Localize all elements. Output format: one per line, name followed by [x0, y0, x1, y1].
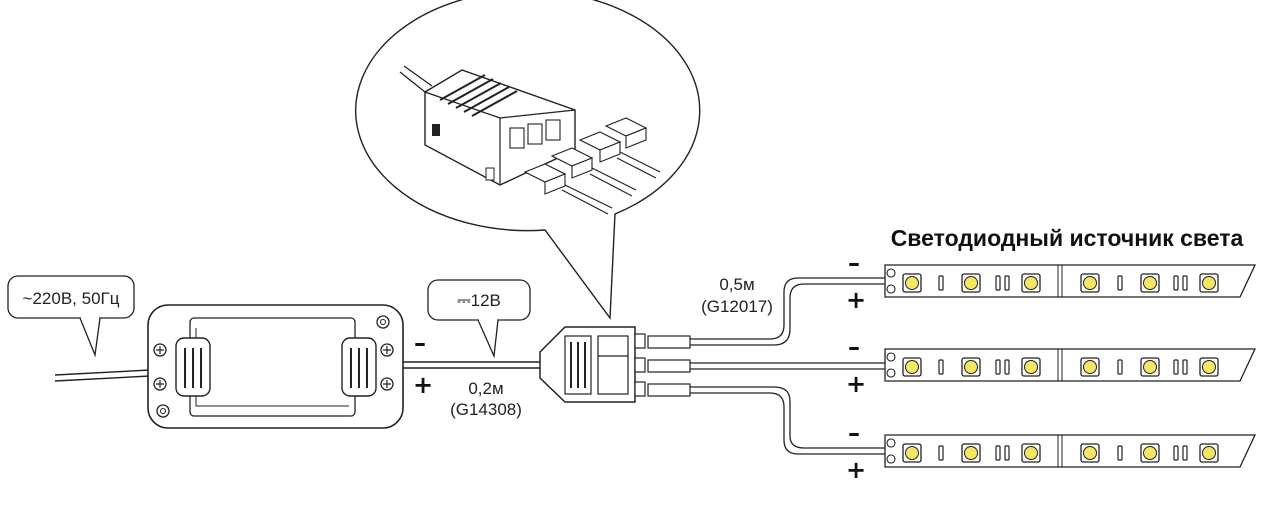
psu-plus-sign: +	[413, 371, 433, 399]
led-icon	[961, 443, 981, 463]
screw-icon	[380, 377, 394, 391]
branch-cables	[690, 277, 885, 455]
branch-cable-length: 0,5м	[719, 275, 754, 294]
strip-plus-sign: +	[846, 456, 866, 484]
led-icon	[1021, 357, 1041, 377]
screw-icon	[153, 377, 167, 391]
mains-callout: ~220В, 50Гц	[7, 275, 135, 358]
dc-voltage-label: ⎓12В	[457, 291, 501, 310]
dc-voltage-callout: ⎓12В	[427, 279, 531, 359]
strip-minus-sign: –	[848, 249, 860, 277]
strip-minus-sign: –	[848, 333, 860, 361]
splitter-zoom-callout	[355, 0, 701, 320]
led-icon	[1199, 357, 1219, 377]
led-icon	[961, 273, 981, 293]
power-supply	[147, 304, 404, 429]
led-icon	[1080, 273, 1100, 293]
led-icon	[1080, 357, 1100, 377]
splitter-box	[539, 326, 636, 403]
main-output-cable	[403, 361, 540, 369]
led-icon	[1021, 273, 1041, 293]
led-icon	[961, 357, 981, 377]
led-icon	[1140, 273, 1160, 293]
led-icon	[902, 443, 922, 463]
led-icon	[1140, 443, 1160, 463]
led-icon	[902, 357, 922, 377]
main-cable-code: (G14308)	[450, 400, 522, 419]
screw-icon	[380, 343, 394, 357]
led-strip: – +	[846, 419, 1257, 484]
led-icon	[1140, 357, 1160, 377]
mains-voltage-label: ~220В, 50Гц	[23, 289, 120, 308]
led-icon	[1080, 443, 1100, 463]
led-strip: – +	[846, 333, 1257, 398]
mount-hole-icon	[376, 315, 390, 329]
strip-title: Светодиодный источник света	[891, 225, 1244, 251]
led-strip: – +	[846, 249, 1257, 314]
branch-cable-code: (G12017)	[701, 297, 773, 316]
splitter-plugs	[634, 333, 691, 397]
led-icon	[902, 273, 922, 293]
mount-hole-icon	[156, 404, 170, 418]
strip-minus-sign: –	[848, 419, 860, 447]
strip-plus-sign: +	[846, 286, 866, 314]
led-icon	[1199, 273, 1219, 293]
strip-plus-sign: +	[846, 370, 866, 398]
mains-cable	[54, 369, 151, 382]
screw-icon	[153, 343, 167, 357]
led-icon	[1199, 443, 1219, 463]
main-cable-length: 0,2м	[468, 379, 503, 398]
psu-minus-sign: –	[414, 329, 426, 357]
led-icon	[1021, 443, 1041, 463]
